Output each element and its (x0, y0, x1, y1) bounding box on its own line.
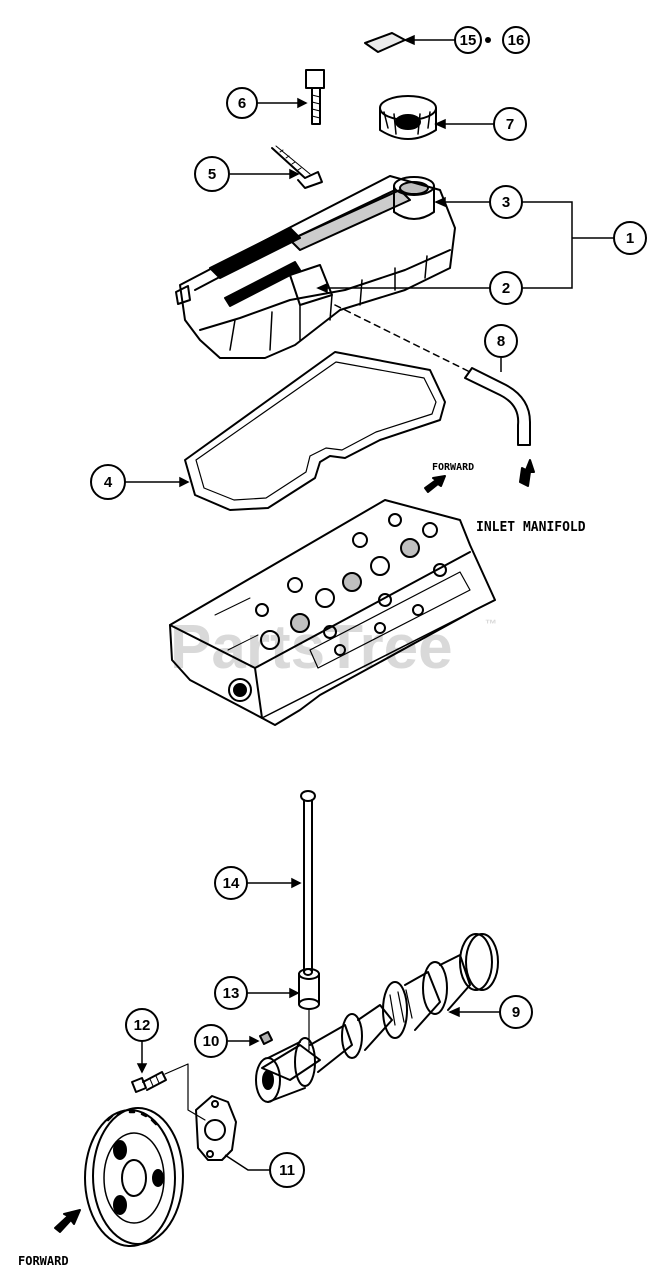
callout-13[interactable]: 13 (214, 976, 248, 1010)
part-5-breather-bracket (271, 145, 323, 189)
callout-15-label: 15 (460, 32, 477, 49)
leader-hose-dash (334, 304, 471, 373)
callout-7[interactable]: 7 (493, 107, 527, 141)
watermark-trademark: ™ (485, 617, 497, 631)
callout-9-label: 9 (512, 1004, 520, 1021)
part-6-bolt (305, 69, 325, 125)
callout-12-label: 12 (134, 1017, 151, 1034)
part-10-key (259, 1031, 273, 1045)
callout-14[interactable]: 14 (214, 866, 248, 900)
forward-label-top: FORWARD (432, 462, 474, 473)
callout-8-label: 8 (497, 333, 505, 350)
forward-label-bottom: FORWARD (18, 1254, 69, 1268)
part-7-filler-cap (379, 95, 437, 140)
callout-6[interactable]: 6 (226, 87, 258, 119)
callout-16-label: 16 (508, 32, 525, 49)
leader-bracket-1 (522, 201, 614, 289)
callout-4-label: 4 (104, 474, 113, 491)
callout-11-label: 11 (279, 1162, 295, 1179)
part-9-camshaft (255, 933, 499, 1103)
callout-4[interactable]: 4 (90, 464, 126, 500)
part-4-gasket (184, 351, 446, 511)
callout-5[interactable]: 5 (194, 156, 230, 192)
callout-16[interactable]: 16 (502, 26, 530, 54)
forward-arrow-top (424, 475, 446, 493)
callout-7-label: 7 (506, 116, 514, 133)
callout-1[interactable]: 1 (613, 221, 647, 255)
part-8-hose (464, 367, 531, 446)
callout-separator-dot (485, 37, 491, 43)
part-13-tappet (298, 968, 320, 1010)
inlet-manifold-label: INLET MANIFOLD (476, 520, 586, 535)
part-11-thrust-plate (195, 1095, 237, 1161)
callout-12[interactable]: 12 (125, 1008, 159, 1042)
callout-3-label: 3 (502, 194, 510, 211)
callout-15[interactable]: 15 (454, 26, 482, 54)
callout-1-label: 1 (626, 230, 634, 247)
callout-3[interactable]: 3 (489, 185, 523, 219)
callout-14-label: 14 (223, 875, 240, 892)
leader-11 (224, 1154, 270, 1171)
part-15-16-plate (364, 32, 406, 53)
callout-11[interactable]: 11 (269, 1152, 305, 1188)
part-12-bolt (131, 1071, 167, 1093)
callout-8[interactable]: 8 (484, 324, 518, 358)
camshaft-gear (84, 1107, 184, 1247)
callout-10[interactable]: 10 (194, 1024, 228, 1058)
inlet-manifold-arrow (519, 459, 535, 487)
part-14-pushrod (300, 790, 316, 976)
leader-bolt-dash (164, 1063, 206, 1121)
part-1-rocker-cover (175, 175, 456, 359)
leader-15-16-arrow (403, 34, 415, 46)
forward-arrow-bottom (54, 1209, 81, 1233)
callout-2-label: 2 (502, 280, 510, 297)
callout-2[interactable]: 2 (489, 271, 523, 305)
callout-6-label: 6 (238, 95, 246, 112)
cylinder-head (169, 499, 496, 726)
callout-13-label: 13 (223, 985, 240, 1002)
callout-9[interactable]: 9 (499, 995, 533, 1029)
callout-10-label: 10 (203, 1033, 220, 1050)
callout-5-label: 5 (208, 166, 216, 183)
